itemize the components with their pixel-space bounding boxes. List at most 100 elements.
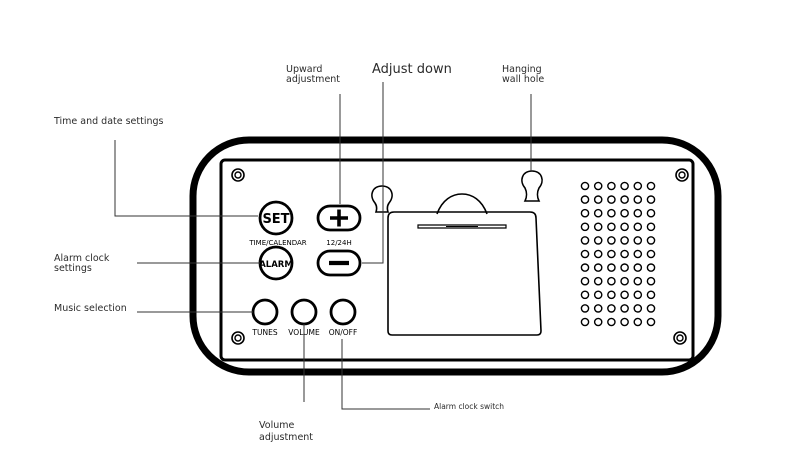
speaker-hole: [593, 304, 603, 313]
callout-upward-line1: Upward: [286, 64, 322, 75]
speaker-hole: [607, 276, 616, 286]
speaker-hole: [607, 249, 616, 259]
speaker-hole: [620, 317, 629, 327]
callout-alarm-settings-line1: Alarm clock: [54, 253, 110, 264]
speaker-hole: [580, 263, 590, 272]
alarm-button-label: ALARM: [259, 260, 293, 270]
speaker-hole: [580, 249, 590, 259]
speaker-hole: [593, 195, 603, 204]
callout-hanging-line1: Hanging: [502, 64, 542, 75]
speaker-hole: [620, 195, 629, 204]
time-calendar-label: TIME/CALENDAR: [248, 239, 306, 247]
speaker-hole: [646, 222, 656, 232]
speaker-hole: [593, 222, 603, 232]
speaker-hole: [593, 208, 603, 218]
speaker-hole: [620, 222, 629, 232]
speaker-hole: [646, 304, 656, 313]
speaker-hole: [580, 222, 590, 232]
clock-back-panel: [219, 158, 695, 362]
speaker-hole: [607, 181, 616, 191]
speaker-hole: [580, 304, 590, 313]
speaker-hole: [646, 236, 656, 245]
volume-button[interactable]: [290, 298, 318, 326]
speaker-hole: [633, 222, 643, 232]
speaker-hole: [607, 304, 616, 313]
speaker-hole: [633, 208, 643, 218]
speaker-hole: [580, 195, 590, 204]
speaker-hole: [620, 263, 629, 272]
set-button-label: SET: [262, 212, 289, 227]
callout-upward-line2: adjustment: [286, 74, 340, 85]
speaker-hole: [593, 181, 603, 191]
speaker-hole: [646, 195, 656, 204]
speaker-hole: [646, 290, 656, 300]
on-off-label: ON/OFF: [329, 328, 358, 337]
speaker-hole: [607, 263, 616, 272]
callout-hanging-line2: wall hole: [502, 74, 544, 85]
speaker-hole: [593, 317, 603, 327]
callout-music: Music selection: [54, 303, 127, 314]
clock-outer-shell: [189, 136, 722, 376]
speaker-hole: [580, 276, 590, 286]
hanging-hole-left: [371, 185, 393, 213]
callout-alarm-switch: Alarm clock switch: [434, 402, 504, 411]
speaker-hole: [633, 317, 643, 327]
battery-cover-latch: [417, 224, 507, 229]
speaker-hole: [593, 236, 603, 245]
screw-top-left: [231, 168, 245, 182]
speaker-hole: [633, 195, 643, 204]
speaker-hole: [633, 236, 643, 245]
callout-time-date: Time and date settings: [53, 116, 164, 127]
speaker-hole: [620, 236, 629, 245]
speaker-hole: [620, 304, 629, 313]
screw-bottom-right: [673, 331, 687, 345]
speaker-hole: [633, 290, 643, 300]
speaker-hole: [593, 263, 603, 272]
screw-bottom-left: [231, 331, 245, 345]
leader-adjust-down: [362, 82, 384, 264]
on-off-button[interactable]: [329, 298, 357, 326]
tunes-button[interactable]: [251, 298, 279, 326]
speaker-hole: [633, 304, 643, 313]
speaker-hole: [607, 317, 616, 327]
speaker-hole: [633, 263, 643, 272]
speaker-hole: [607, 195, 616, 204]
minus-button[interactable]: [316, 249, 362, 277]
speaker-hole: [620, 181, 629, 191]
speaker-hole: [646, 276, 656, 286]
speaker-hole: [620, 208, 629, 218]
battery-cover: [387, 211, 542, 336]
speaker-hole: [646, 208, 656, 218]
speaker-hole: [633, 249, 643, 259]
screw-top-right: [675, 168, 689, 182]
callout-adjust-down: Adjust down: [372, 62, 452, 77]
callout-volume-line2: adjustment: [259, 432, 313, 443]
speaker-hole: [593, 249, 603, 259]
speaker-hole: [580, 236, 590, 245]
speaker-hole: [607, 222, 616, 232]
speaker-hole: [607, 290, 616, 300]
plus-button[interactable]: [316, 204, 362, 232]
speaker-grille: [580, 181, 656, 327]
leader-alarm-switch: [341, 339, 430, 410]
speaker-hole: [620, 290, 629, 300]
speaker-hole: [607, 208, 616, 218]
set-button[interactable]: SET: [258, 200, 294, 236]
speaker-hole: [646, 249, 656, 259]
speaker-hole: [580, 317, 590, 327]
alarm-button[interactable]: ALARM: [258, 245, 294, 281]
callout-alarm-settings-line2: settings: [54, 263, 92, 274]
speaker-hole: [593, 276, 603, 286]
mode-12-24-label: 12/24H: [326, 239, 351, 247]
speaker-hole: [633, 181, 643, 191]
speaker-hole: [646, 263, 656, 272]
battery-cover-tab: [436, 193, 488, 215]
speaker-hole: [580, 181, 590, 191]
hanging-hole-right: [521, 170, 543, 202]
speaker-hole: [620, 276, 629, 286]
leader-time-date: [114, 140, 258, 217]
tunes-label: TUNES: [251, 328, 277, 337]
speaker-hole: [593, 290, 603, 300]
